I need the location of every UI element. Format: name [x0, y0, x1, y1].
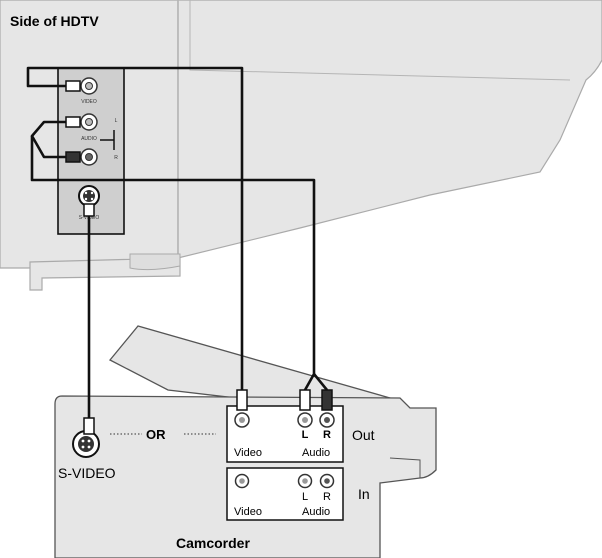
- tv-base: [129, 253, 181, 271]
- tv-video-jack: [80, 77, 98, 95]
- in-video-jack: [234, 473, 250, 489]
- audio-split-right: [312, 373, 329, 391]
- out-right-label: R: [323, 429, 331, 441]
- in-video-label: Video: [234, 506, 262, 518]
- cables: [26, 66, 329, 420]
- camcorder-in-panel: L R Video Audio: [226, 467, 344, 521]
- cam-audio-right-plug: [321, 389, 333, 411]
- tv-video-label: VIDEO: [81, 99, 97, 105]
- tv-rear-bevel: [189, 0, 571, 81]
- out-left-label: L: [302, 429, 309, 441]
- camcorder-label: Camcorder: [176, 535, 250, 551]
- tv-left-label: L: [115, 118, 118, 124]
- tv-title: Side of HDTV: [10, 13, 99, 29]
- camcorder-out-panel: L R Video Audio: [226, 405, 344, 463]
- or-label: OR: [146, 427, 166, 442]
- tv-svideo-plug: [83, 203, 95, 217]
- out-panel-label: Out: [352, 427, 375, 443]
- audio-right-plug: [65, 151, 81, 163]
- in-left-label: L: [302, 491, 308, 503]
- cam-video-plug: [236, 389, 248, 411]
- cam-svideo-plug: [83, 417, 95, 435]
- camcorder-svideo-jack: [72, 430, 100, 458]
- tv-lr-bracket: [100, 130, 115, 150]
- tv-audio-right-jack: [80, 148, 98, 166]
- tv-right-label: R: [114, 155, 118, 161]
- in-audio-label: Audio: [302, 506, 330, 518]
- out-audio-label: Audio: [302, 447, 330, 459]
- in-audio-right-jack: [319, 473, 335, 489]
- tv-audio-label: AUDIO: [81, 136, 97, 142]
- audio-left-plug: [65, 116, 81, 128]
- camcorder-plugs: [83, 389, 333, 435]
- audio-right-cable: [30, 136, 316, 391]
- video-cable: [26, 66, 244, 392]
- in-audio-left-jack: [297, 473, 313, 489]
- in-right-label: R: [323, 491, 331, 503]
- out-audio-right-jack: [319, 412, 335, 428]
- camcorder-svideo-label: S-VIDEO: [58, 465, 116, 481]
- camcorder-grip-notch: [389, 457, 421, 478]
- cam-audio-left-plug: [299, 389, 311, 411]
- tv-audio-left-jack: [80, 113, 98, 131]
- out-video-label: Video: [234, 447, 262, 459]
- out-video-jack: [234, 412, 250, 428]
- tv-plugs: [65, 80, 95, 217]
- tv-svideo-jack: [78, 185, 100, 207]
- video-plug: [65, 80, 81, 92]
- in-panel-label: In: [358, 486, 370, 502]
- out-audio-left-jack: [297, 412, 313, 428]
